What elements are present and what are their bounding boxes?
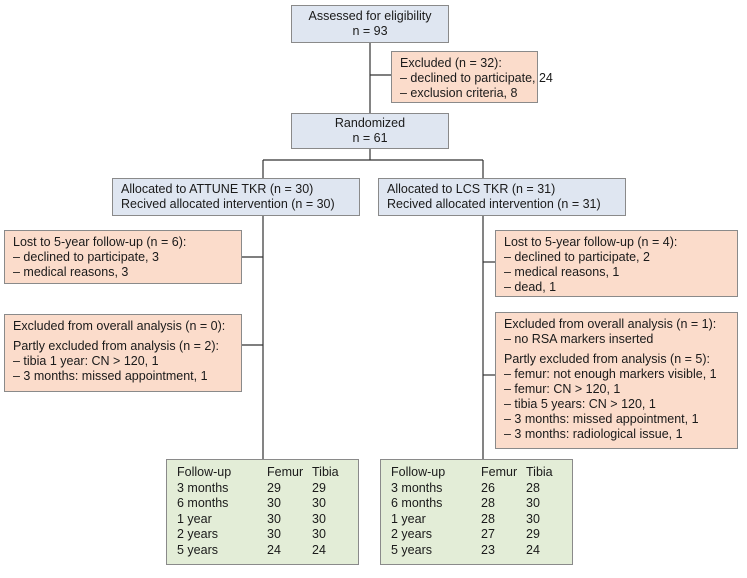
right-followup-table: Follow-up Femur Tibia 3 months 26 28 6 m… (391, 465, 566, 558)
table-row: 6 months 28 30 (391, 496, 566, 512)
table-row: 5 years 24 24 (177, 543, 352, 559)
assessed-title: Assessed for eligibility (308, 9, 432, 23)
table-cell: 29 (267, 480, 281, 495)
followup-header: Follow-up (177, 465, 232, 479)
table-cell: 23 (481, 542, 495, 557)
table-cell: 28 (481, 496, 495, 510)
table-cell: 1 year (391, 511, 426, 526)
table-cell: 2 years (391, 527, 432, 541)
received-attune-label: Recived allocated intervention (n = 30) (121, 197, 335, 211)
randomized-title: Randomized (334, 116, 406, 130)
allocated-lcs-label: Allocated to LCS TKR (n = 31) (387, 182, 556, 196)
followup-header-row: Follow-up Femur Tibia (177, 465, 352, 481)
table-row: 2 years 30 30 (177, 527, 352, 543)
right-partly-item: – 3 months: radiological issue, 1 (504, 427, 683, 441)
excluded-box: Excluded (n = 32): – declined to partici… (391, 51, 553, 103)
table-row: 5 years 23 24 (391, 543, 566, 559)
table-cell: 3 months (177, 480, 229, 495)
right-lost-item: – dead, 1 (504, 280, 557, 294)
table-cell: 30 (526, 496, 540, 510)
table-cell: 30 (312, 496, 326, 510)
assessed-box: Assessed for eligibility n = 93 (291, 5, 449, 43)
right-partly-item: – tibia 5 years: CN > 120, 1 (504, 397, 656, 411)
followup-header-row: Follow-up Femur Tibia (391, 465, 566, 481)
left-overall-excluded: Excluded from overall analysis (n = 0): (13, 319, 226, 333)
left-partly-item: – tibia 1 year: CN > 120, 1 (13, 354, 159, 368)
table-cell: 28 (526, 480, 540, 495)
table-cell: 30 (312, 511, 326, 526)
table-cell: 6 months (391, 496, 443, 510)
left-analysis-box: Excluded from overall analysis (n = 0): … (4, 314, 242, 392)
left-lost-item: – declined to participate, 3 (13, 250, 159, 264)
followup-header: Tibia (526, 465, 553, 479)
table-cell: 5 years (177, 542, 218, 557)
table-cell: 30 (267, 511, 281, 526)
table-cell: 30 (267, 527, 281, 541)
table-cell: 29 (526, 527, 540, 541)
right-lost-title: Lost to 5-year follow-up (n = 4): (504, 235, 678, 249)
right-analysis-box: Excluded from overall analysis (n = 1): … (495, 312, 738, 449)
table-row: 1 year 28 30 (391, 512, 566, 528)
followup-header: Femur (267, 465, 304, 479)
right-overall-excluded: Excluded from overall analysis (n = 1): (504, 317, 717, 331)
excluded-item: – declined to participate, 24 (400, 71, 553, 85)
table-cell: 29 (312, 480, 326, 495)
left-followup-table: Follow-up Femur Tibia 3 months 29 29 6 m… (177, 465, 352, 558)
right-partly-item: – 3 months: missed appointment, 1 (504, 412, 699, 426)
allocated-lcs-box: Allocated to LCS TKR (n = 31) Recived al… (378, 178, 626, 216)
followup-header: Follow-up (391, 465, 446, 479)
right-partly-item: – femur: not enough markers visible, 1 (504, 367, 717, 381)
right-followup-box: Follow-up Femur Tibia 3 months 26 28 6 m… (380, 459, 573, 565)
right-overall-item: – no RSA markers inserted (504, 332, 654, 346)
table-cell: 3 months (391, 480, 443, 495)
excluded-item: – exclusion criteria, 8 (400, 86, 518, 100)
table-row: 2 years 27 29 (391, 527, 566, 543)
table-cell: 6 months (177, 496, 229, 510)
left-lost-title: Lost to 5-year follow-up (n = 6): (13, 235, 187, 249)
allocated-attune-label: Allocated to ATTUNE TKR (n = 30) (121, 182, 314, 196)
table-cell: 26 (481, 480, 495, 495)
table-cell: 24 (312, 542, 326, 557)
table-cell: 2 years (177, 527, 218, 541)
left-followup-box: Follow-up Femur Tibia 3 months 29 29 6 m… (166, 459, 359, 565)
table-row: 3 months 26 28 (391, 481, 566, 497)
allocated-attune-box: Allocated to ATTUNE TKR (n = 30) Recived… (112, 178, 360, 216)
right-partly-item: – femur: CN > 120, 1 (504, 382, 621, 396)
table-cell: 27 (481, 527, 495, 541)
randomized-box: Randomized n = 61 (291, 113, 449, 149)
excluded-title: Excluded (n = 32): (400, 56, 502, 70)
left-partly-excluded: Partly excluded from analysis (n = 2): (13, 339, 219, 353)
table-cell: 28 (481, 511, 495, 526)
table-row: 6 months 30 30 (177, 496, 352, 512)
table-cell: 30 (312, 527, 326, 541)
followup-header: Tibia (312, 465, 339, 479)
table-cell: 30 (267, 496, 281, 510)
table-cell: 30 (526, 511, 540, 526)
table-row: 1 year 30 30 (177, 512, 352, 528)
right-lost-item: – declined to participate, 2 (504, 250, 650, 264)
table-row: 3 months 29 29 (177, 481, 352, 497)
right-lost-box: Lost to 5-year follow-up (n = 4): – decl… (495, 230, 738, 297)
left-lost-item: – medical reasons, 3 (13, 265, 129, 279)
right-lost-item: – medical reasons, 1 (504, 265, 620, 279)
table-cell: 1 year (177, 511, 212, 526)
right-partly-excluded: Partly excluded from analysis (n = 5): (504, 352, 710, 366)
assessed-count: n = 93 (352, 24, 388, 38)
received-lcs-label: Recived allocated intervention (n = 31) (387, 197, 601, 211)
left-lost-box: Lost to 5-year follow-up (n = 6): – decl… (4, 230, 242, 284)
randomized-count: n = 61 (352, 131, 388, 145)
followup-header: Femur (481, 465, 518, 479)
left-partly-item: – 3 months: missed appointment, 1 (13, 369, 208, 383)
table-cell: 5 years (391, 542, 432, 557)
table-cell: 24 (267, 542, 281, 557)
table-cell: 24 (526, 542, 540, 557)
